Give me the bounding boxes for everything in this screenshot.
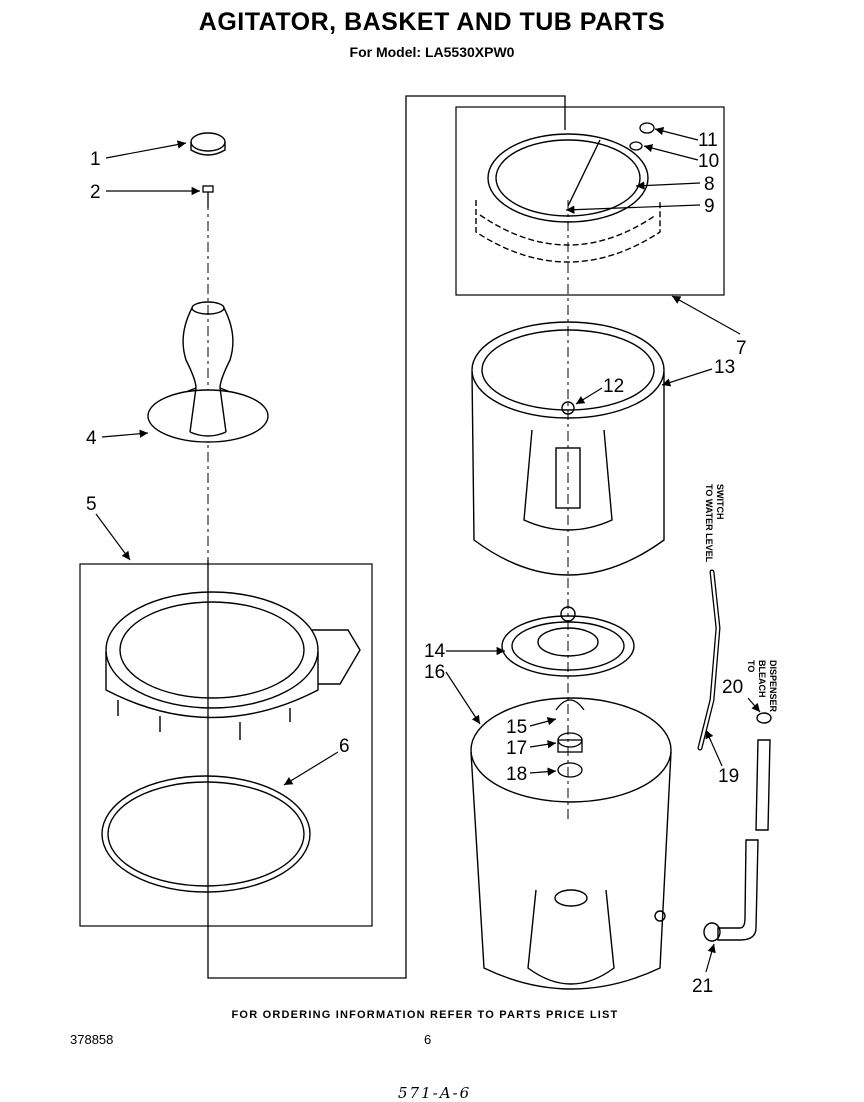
page-title: AGITATOR, BASKET AND TUB PARTS [198,8,666,36]
bleach-dispenser-label: TO BLEACH DISPENSER [746,660,778,713]
bleach-tube-part [703,712,772,942]
callout-10: 10 [698,151,719,172]
callout-14: 14 [424,641,446,662]
agitator-bolt-part [202,185,214,208]
callout-18: 18 [506,764,527,785]
page-number: 6 [424,1032,432,1047]
callout-11: 11 [698,130,718,151]
agitator-cap-part [190,132,226,156]
tub-gasket-part [101,775,311,893]
callout-5: 5 [86,494,97,515]
callout-21: 21 [692,976,713,997]
handwritten-note: 571-A-6 [398,1084,472,1102]
document-number: 378858 [70,1032,114,1047]
tub-ring-part [105,591,361,740]
hub-clip-seal-parts [555,699,585,778]
svg-text:BLEACH: BLEACH [757,660,767,698]
callout-2: 2 [90,182,101,203]
svg-text:SWITCH: SWITCH [715,484,725,520]
callout-17: 17 [506,738,527,759]
callout-9: 9 [704,196,715,217]
outer-tub-part [470,697,672,990]
callout-20: 20 [722,677,743,698]
water-level-switch-label: TO WATER LEVEL SWITCH [704,484,725,563]
callout-8: 8 [704,174,715,195]
model-subtitle: For Model: LA5530XPW0 [349,44,515,60]
washer-and-nut-parts [629,122,655,151]
leader-lines [95,127,761,973]
drive-hub-part [501,606,635,677]
callout-16: 16 [424,662,445,683]
svg-text:TO WATER LEVEL: TO WATER LEVEL [704,484,714,563]
callout-6: 6 [339,736,350,757]
ordering-note: FOR ORDERING INFORMATION REFER TO PARTS … [231,1009,619,1021]
assembly-box-7 [455,106,725,296]
callout-15: 15 [506,717,527,738]
callout-1: 1 [90,149,101,170]
callout-12: 12 [603,376,624,397]
agitator-part [147,301,269,443]
callout-13: 13 [714,357,735,378]
svg-text:DISPENSER: DISPENSER [768,660,778,713]
connector-outline [207,95,566,979]
balance-ring-part [475,133,661,263]
callout-19: 19 [718,766,739,787]
spin-basket-part [471,321,665,576]
callout-4: 4 [86,428,97,449]
svg-text:TO: TO [746,660,756,672]
callout-numbers: 1 2 4 5 6 7 8 9 10 11 12 13 14 16 15 17 … [86,130,747,997]
assembly-box-5 [79,563,373,927]
callout-7: 7 [736,338,747,359]
